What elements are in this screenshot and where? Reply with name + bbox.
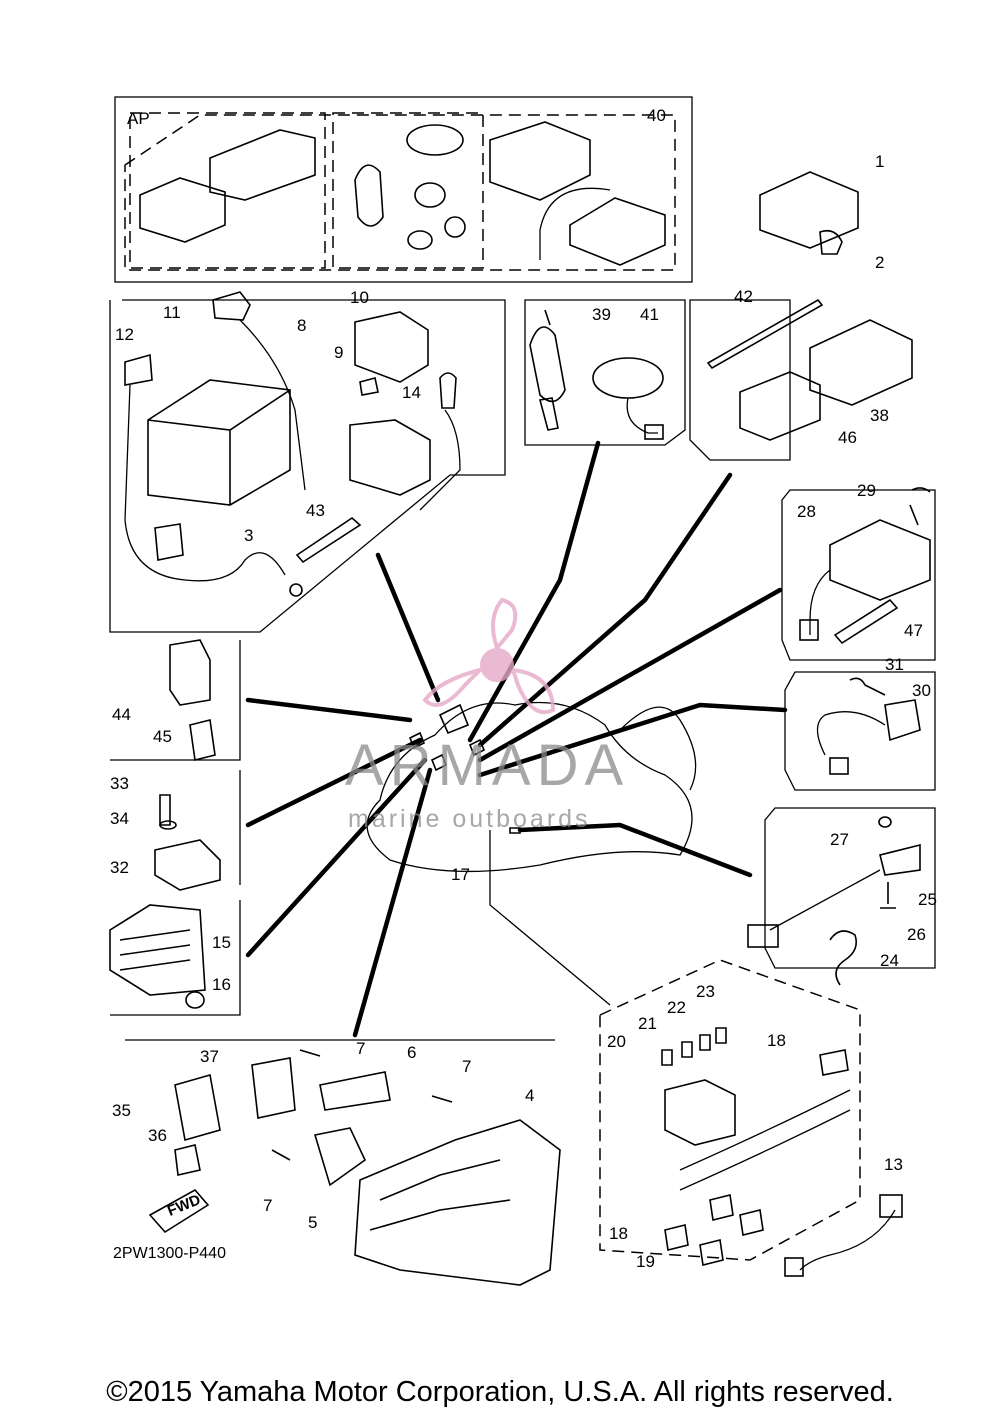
part-label-42: 42 xyxy=(734,287,753,306)
part-label-31: 31 xyxy=(885,655,904,674)
watermark-brand: ARMADA xyxy=(345,733,630,798)
part-label-43: 43 xyxy=(306,501,325,520)
part-label-11: 11 xyxy=(163,303,181,322)
part-label-32: 32 xyxy=(110,858,129,877)
watermark-logo xyxy=(422,597,556,715)
part-label-8: 8 xyxy=(297,316,306,335)
part-label-45: 45 xyxy=(153,727,172,746)
part-label-18a: 18 xyxy=(767,1031,786,1050)
part-label-39: 39 xyxy=(592,305,611,324)
part-label-5: 5 xyxy=(308,1213,317,1232)
part-label-18b: 18 xyxy=(609,1224,628,1243)
harness-group xyxy=(599,959,903,1277)
part-label-14: 14 xyxy=(402,383,421,402)
motorcycle-outline xyxy=(366,701,697,873)
part-label-26: 26 xyxy=(907,925,926,944)
key-group xyxy=(524,299,686,446)
part-label-17: 17 xyxy=(451,865,470,884)
ecu-group-right xyxy=(689,171,913,461)
part-label-9: 9 xyxy=(334,343,343,362)
leader-lines xyxy=(245,440,788,1038)
part-label-37: 37 xyxy=(200,1047,219,1066)
part-label-15: 15 xyxy=(212,933,231,952)
part-labels: 1 2 3 4 5 6 7 7 7 8 9 10 11 12 13 14 15 … xyxy=(110,106,937,1271)
part-label-27: 27 xyxy=(830,830,849,849)
part-label-7c: 7 xyxy=(263,1196,272,1215)
relay-group-left xyxy=(109,639,241,1016)
part-label-3: 3 xyxy=(244,526,253,545)
battery-group xyxy=(109,291,506,633)
part-label-7a: 7 xyxy=(356,1039,365,1058)
part-label-12: 12 xyxy=(115,325,134,344)
bracket-group xyxy=(125,1039,561,1286)
part-label-19: 19 xyxy=(636,1252,655,1271)
part-label-40: 40 xyxy=(647,106,666,125)
part-label-24: 24 xyxy=(880,951,899,970)
part-label-34: 34 xyxy=(110,809,129,828)
part-label-25: 25 xyxy=(918,890,937,909)
part-label-41: 41 xyxy=(640,305,659,324)
part-label-36: 36 xyxy=(148,1126,167,1145)
part-label-30: 30 xyxy=(912,681,931,700)
part-label-10: 10 xyxy=(350,288,369,307)
diagram-code: 2PW1300-P440 xyxy=(113,1245,226,1262)
ap-kit-group: AP xyxy=(114,96,693,283)
part-label-21: 21 xyxy=(638,1014,657,1033)
part-label-35: 35 xyxy=(112,1101,131,1120)
part-label-16: 16 xyxy=(212,975,231,994)
part-label-2: 2 xyxy=(875,253,884,272)
part-label-13: 13 xyxy=(884,1155,903,1174)
part-label-33: 33 xyxy=(110,774,129,793)
ap-label: AP xyxy=(127,109,150,128)
part-label-29: 29 xyxy=(857,481,876,500)
part-label-7b: 7 xyxy=(462,1057,471,1076)
part-label-38: 38 xyxy=(870,406,889,425)
lead-group-right xyxy=(747,807,936,986)
copyright-notice: ©2015 Yamaha Motor Corporation, U.S.A. A… xyxy=(106,1376,894,1408)
part-label-28: 28 xyxy=(797,502,816,521)
part-label-20: 20 xyxy=(607,1032,626,1051)
sensor-30-group xyxy=(784,671,936,791)
part-label-44: 44 xyxy=(112,705,131,724)
watermark-subtitle: marine outboards xyxy=(348,805,591,833)
part-label-46: 46 xyxy=(838,428,857,447)
part-label-22: 22 xyxy=(667,998,686,1017)
part-label-4: 4 xyxy=(525,1086,534,1105)
sensor-group-right xyxy=(781,487,936,661)
part-label-6: 6 xyxy=(407,1043,416,1062)
part-label-47: 47 xyxy=(904,621,923,640)
part-label-23: 23 xyxy=(696,982,715,1001)
part-label-1: 1 xyxy=(875,152,884,171)
